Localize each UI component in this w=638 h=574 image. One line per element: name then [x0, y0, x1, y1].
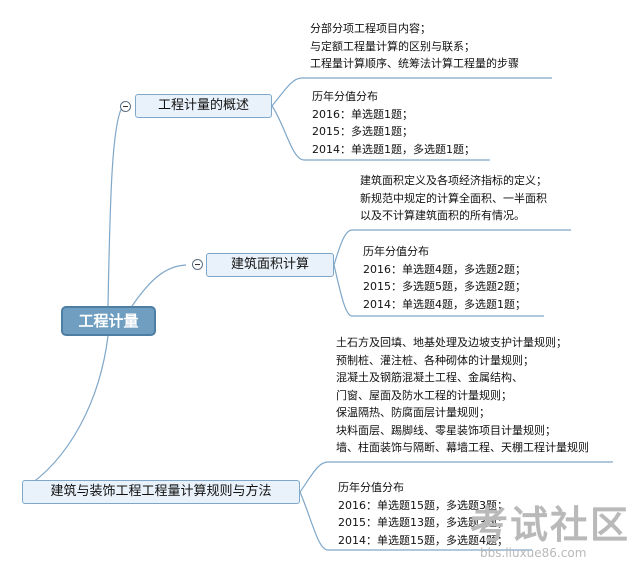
collapse-toggle-branch2[interactable]: [192, 259, 203, 270]
branch-node-overview[interactable]: 工程计量的概述: [135, 94, 272, 118]
score-line: 2016：单选题15题，多选题3题；: [338, 498, 508, 512]
content-line: 分部分项工程项目内容；: [310, 22, 431, 35]
scores-title: 历年分值分布: [312, 90, 378, 103]
connector-root-branch3: [21, 335, 109, 491]
score-line: 2016：单选题1题；: [312, 107, 413, 121]
branch2-content-block: 建筑面积定义及各项经济指标的定义； 新规范中规定的计算全面积、一半面积 以及不计…: [360, 172, 547, 225]
root-node[interactable]: 工程计量: [61, 306, 156, 336]
content-line: 块料面层、踢脚线、零星装饰项目计量规则；: [336, 423, 556, 437]
connector-branch1-scores: [271, 105, 490, 161]
branch-node-rules[interactable]: 建筑与装饰工程工程量计算规则与方法: [22, 480, 300, 504]
score-line: 2015：多选题1题；: [312, 125, 413, 138]
watermark-url: bbs.liuxue86.com: [480, 546, 587, 560]
collapse-toggle-branch1[interactable]: [120, 101, 131, 112]
content-line: 新规范中规定的计算全面积、一半面积: [360, 191, 547, 205]
connector-root-branch2: [131, 264, 187, 307]
connector-branch1-content: [271, 77, 552, 107]
content-line: 工程量计算顺序、统筹法计算工程量的步骤: [310, 57, 519, 70]
content-line: 保温隔热、防腐面层计量规则；: [336, 406, 490, 419]
content-line: 与定额工程量计算的区别与联系；: [310, 39, 475, 53]
connector-branch3-scores: [299, 491, 532, 551]
branch-node-area[interactable]: 建筑面积计算: [206, 253, 334, 277]
branch3-scores-block: 历年分值分布 2016：单选题15题，多选题3题； 2015：单选题13题，多选…: [338, 479, 508, 549]
branch2-scores-block: 历年分值分布 2016：单选题4题，多选题2题； 2015：多选题5题，多选题2…: [363, 243, 526, 313]
score-line: 2014：单选题15题，多选题4题；: [338, 533, 508, 547]
score-line: 2015：多选题5题，多选题2题；: [363, 280, 526, 293]
score-line: 2015：单选题13题，多选题3题；: [338, 516, 508, 529]
connector-root-branch1: [107, 105, 124, 307]
content-line: 土石方及回填、地基处理及边坡支护计量规则；: [336, 336, 567, 349]
score-line: 2014：单选题4题，多选题1题；: [363, 297, 526, 311]
scores-title: 历年分值分布: [338, 481, 404, 494]
content-line: 门窗、屋面及防水工程的计量规则；: [336, 388, 512, 402]
content-line: 混凝土及钢筋混凝土工程、金属结构、: [336, 371, 523, 384]
branch1-content-block: 分部分项工程项目内容； 与定额工程量计算的区别与联系； 工程量计算顺序、统筹法计…: [310, 20, 519, 73]
content-line: 建筑面积定义及各项经济指标的定义；: [360, 174, 547, 187]
branch1-scores-block: 历年分值分布 2016：单选题1题； 2015：多选题1题； 2014：单选题1…: [312, 88, 475, 158]
connector-branch2-content: [333, 229, 571, 266]
score-line: 2014：单选题1题，多选题1题；: [312, 142, 475, 156]
connector-branch2-scores: [333, 264, 544, 317]
branch3-content-block: 土石方及回填、地基处理及边坡支护计量规则； 预制桩、灌注桩、各种砌体的计量规则；…: [336, 334, 589, 457]
watermark-logo: 考试社区: [470, 503, 631, 547]
scores-title: 历年分值分布: [363, 245, 429, 258]
content-line: 以及不计算建筑面积的所有情况。: [360, 209, 525, 222]
connector-branch3-content: [299, 461, 613, 493]
content-line: 墙、柱面装饰与隔断、幕墙工程、天棚工程计量规则: [336, 441, 589, 454]
content-line: 预制桩、灌注桩、各种砌体的计量规则；: [336, 353, 534, 367]
score-line: 2016：单选题4题，多选题2题；: [363, 262, 526, 276]
